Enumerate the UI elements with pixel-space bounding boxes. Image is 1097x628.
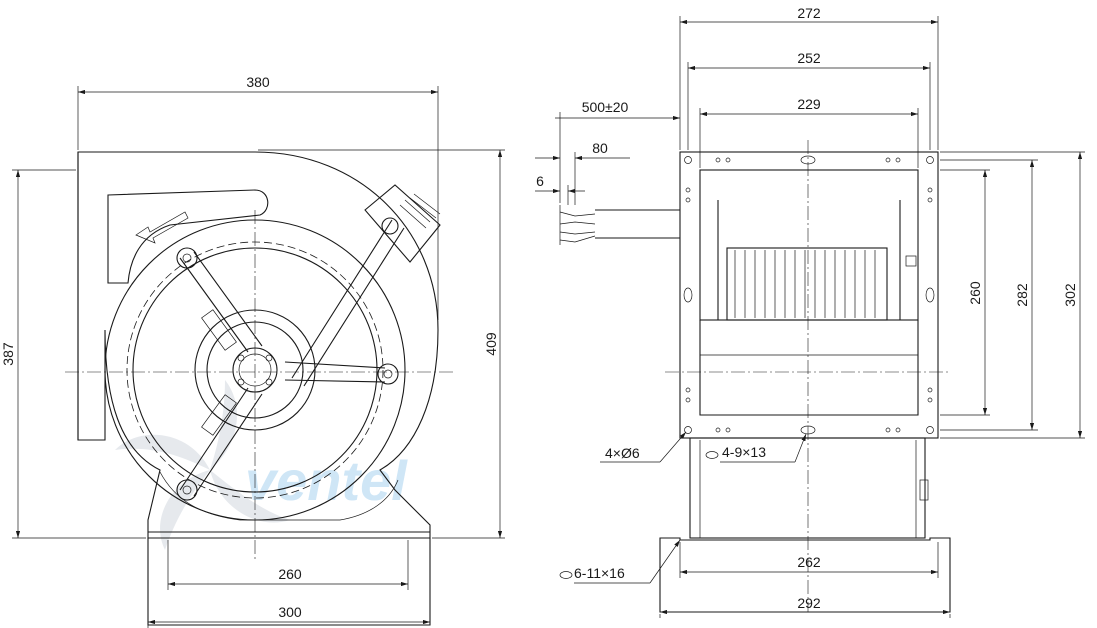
note-flange-slots: 4-9×13: [722, 444, 766, 460]
dim-front-base-outer: 300: [278, 604, 302, 620]
front-view: [65, 151, 455, 626]
note-round-holes: 4×Ø6: [605, 445, 640, 461]
side-view-dimensions: 272 252 229 500±20 80 6 260 282 302: [535, 5, 1085, 618]
dim-side-overall-width: 272: [797, 5, 821, 21]
dim-front-width: 380: [246, 74, 270, 90]
impeller-blades: [726, 247, 917, 321]
terminal-box: [364, 184, 441, 263]
dim-front-base-inner: 260: [278, 566, 302, 582]
note-base-slots: 6-11×16: [574, 565, 625, 581]
watermark-text: ventel: [245, 449, 408, 512]
watermark-logo: ventel: [115, 380, 408, 550]
dim-side-base-outer: 292: [797, 595, 821, 611]
dim-side-inner-width: 229: [797, 96, 821, 112]
dim-side-h260: 260: [967, 281, 983, 305]
dim-front-height-right: 409: [483, 332, 499, 356]
dim-wire-strip: 6: [536, 173, 544, 189]
mounting-arms: [176, 217, 405, 501]
power-cable: [559, 205, 680, 245]
side-view: [559, 140, 951, 613]
dim-side-flange-width: 252: [797, 50, 821, 66]
dim-cable-length: 500±20: [582, 99, 629, 115]
dim-side-base-inner: 262: [797, 554, 821, 570]
dim-front-height-left: 387: [0, 342, 16, 366]
front-view-dimensions: 380 387 409 260 300: [0, 74, 505, 628]
flange-holes: [683, 155, 935, 435]
dim-side-h282: 282: [1014, 283, 1030, 307]
dim-side-h302: 302: [1062, 283, 1078, 307]
dim-cable-strip: 80: [592, 140, 608, 156]
